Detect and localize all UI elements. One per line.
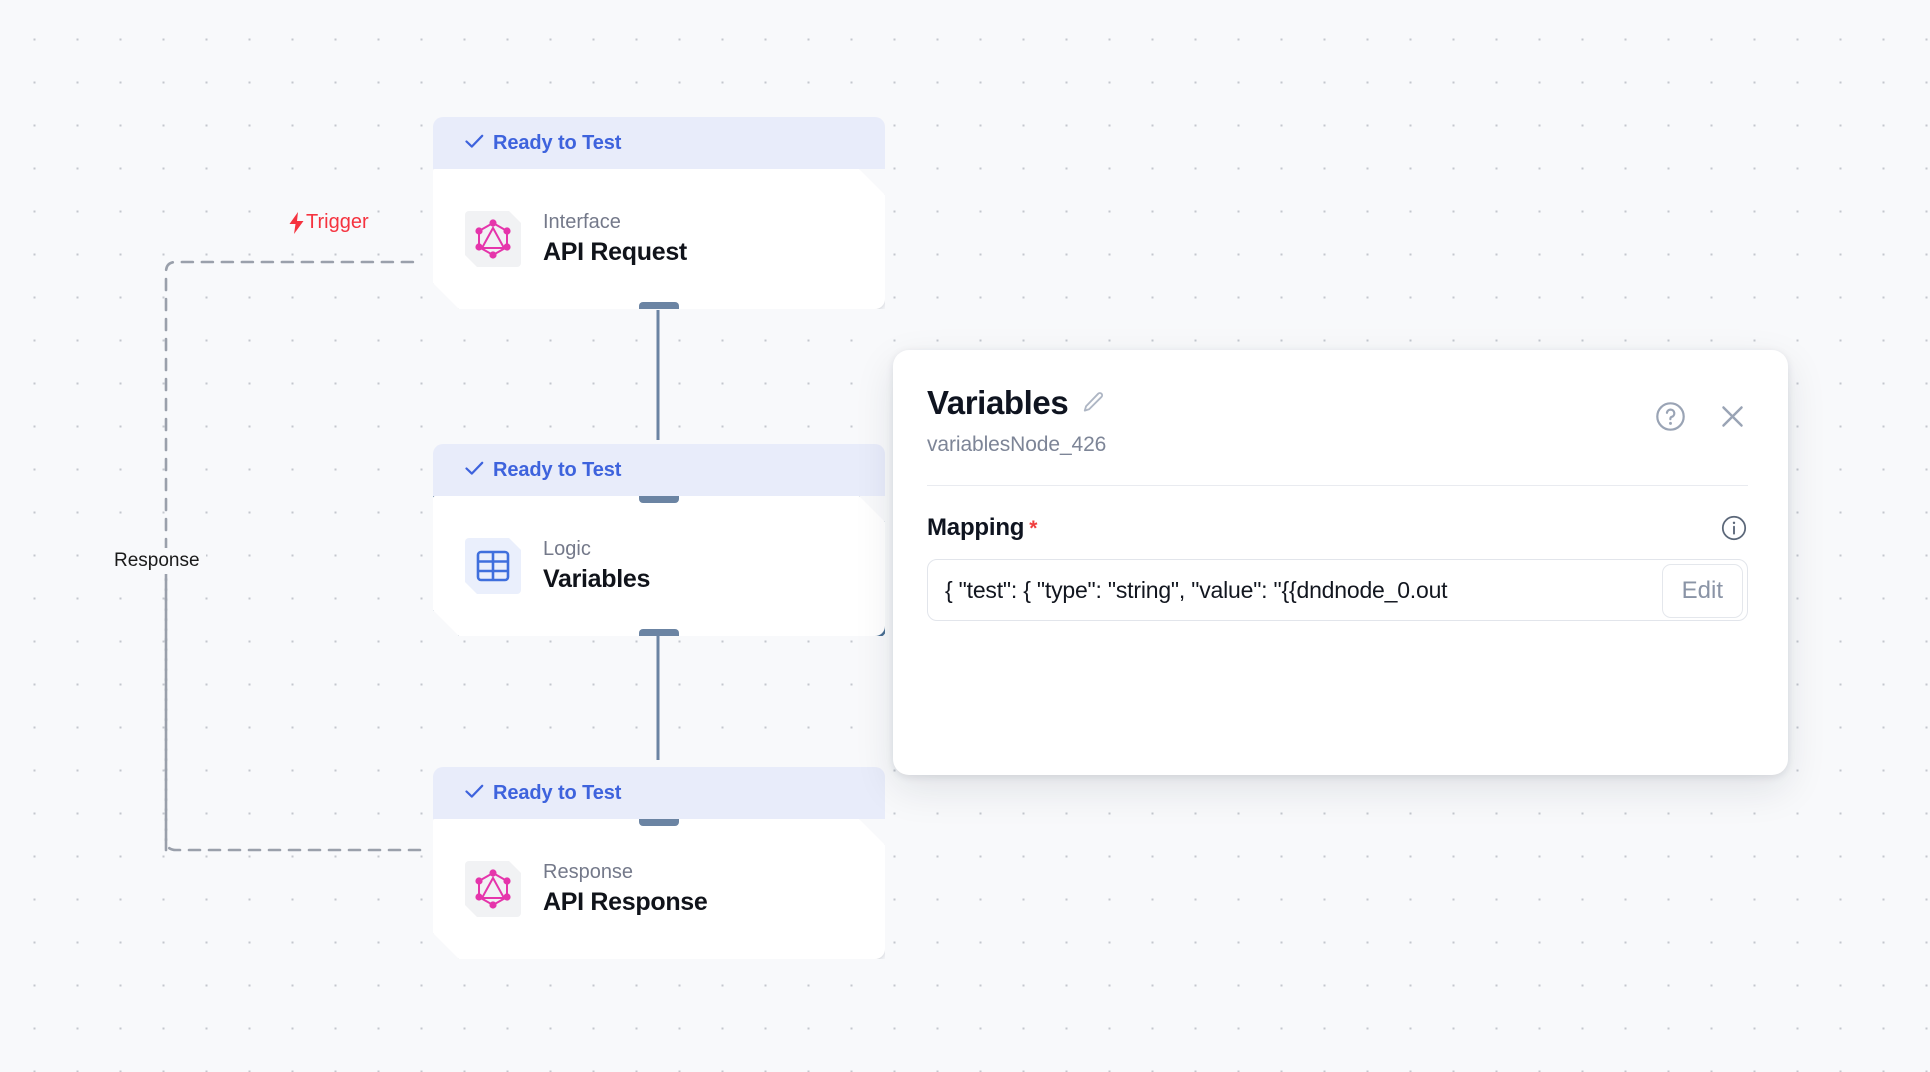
mapping-value-text: { "test": { "type": "string", "value": "…	[945, 576, 1448, 603]
panel-title: Variables	[927, 384, 1069, 421]
table-icon	[465, 538, 521, 594]
panel-divider	[927, 485, 1748, 486]
check-icon	[465, 459, 484, 482]
node-status-badge: Ready to Test	[433, 444, 885, 496]
node-type-label: Logic	[543, 538, 591, 561]
check-icon	[465, 782, 484, 805]
node-type-label: Response	[543, 861, 634, 884]
trigger-label-text: Trigger	[306, 211, 369, 233]
node-title: API Request	[543, 238, 687, 267]
mapping-field-header: Mapping *	[927, 514, 1748, 542]
info-circle-icon[interactable]	[1720, 514, 1748, 542]
node-status-text: Ready to Test	[493, 458, 622, 481]
node-api-response[interactable]: Ready to Test	[433, 767, 885, 959]
node-status-badge: Ready to Test	[433, 117, 885, 169]
node-type-label: Interface	[543, 211, 621, 234]
node-status-text: Ready to Test	[493, 131, 622, 154]
edit-mapping-button[interactable]: Edit	[1661, 564, 1743, 618]
node-variables[interactable]: Ready to Test Logic Variables	[433, 444, 885, 636]
node-card[interactable]: Interface API Request	[433, 169, 885, 309]
node-card[interactable]: Response API Response	[433, 819, 885, 959]
node-api-request[interactable]: Ready to Test	[433, 117, 885, 309]
node-output-handle[interactable]	[639, 629, 679, 643]
lightning-bolt-icon	[288, 211, 305, 234]
panel-subtitle: variablesNode_426	[927, 433, 1107, 456]
node-title: API Response	[543, 888, 708, 917]
node-status-badge: Ready to Test	[433, 767, 885, 819]
trigger-edge-label: Trigger	[283, 210, 374, 235]
graphql-icon	[465, 211, 521, 267]
required-marker: *	[1029, 517, 1038, 540]
check-icon	[465, 132, 484, 155]
node-card[interactable]: Logic Variables	[433, 496, 885, 636]
mapping-label: Mapping	[927, 514, 1025, 541]
graphql-icon	[465, 861, 521, 917]
pencil-icon[interactable]	[1080, 390, 1106, 416]
panel-header: Variables variablesNode_426	[927, 384, 1748, 457]
node-title: Variables	[543, 565, 651, 594]
node-output-handle[interactable]	[639, 302, 679, 316]
help-circle-icon[interactable]	[1654, 400, 1687, 433]
node-status-text: Ready to Test	[493, 781, 622, 804]
response-edge-label: Response	[108, 548, 206, 574]
close-icon[interactable]	[1717, 401, 1748, 432]
node-config-panel: Variables variablesNode_426	[893, 350, 1788, 775]
mapping-input[interactable]: { "test": { "type": "string", "value": "…	[927, 559, 1748, 621]
